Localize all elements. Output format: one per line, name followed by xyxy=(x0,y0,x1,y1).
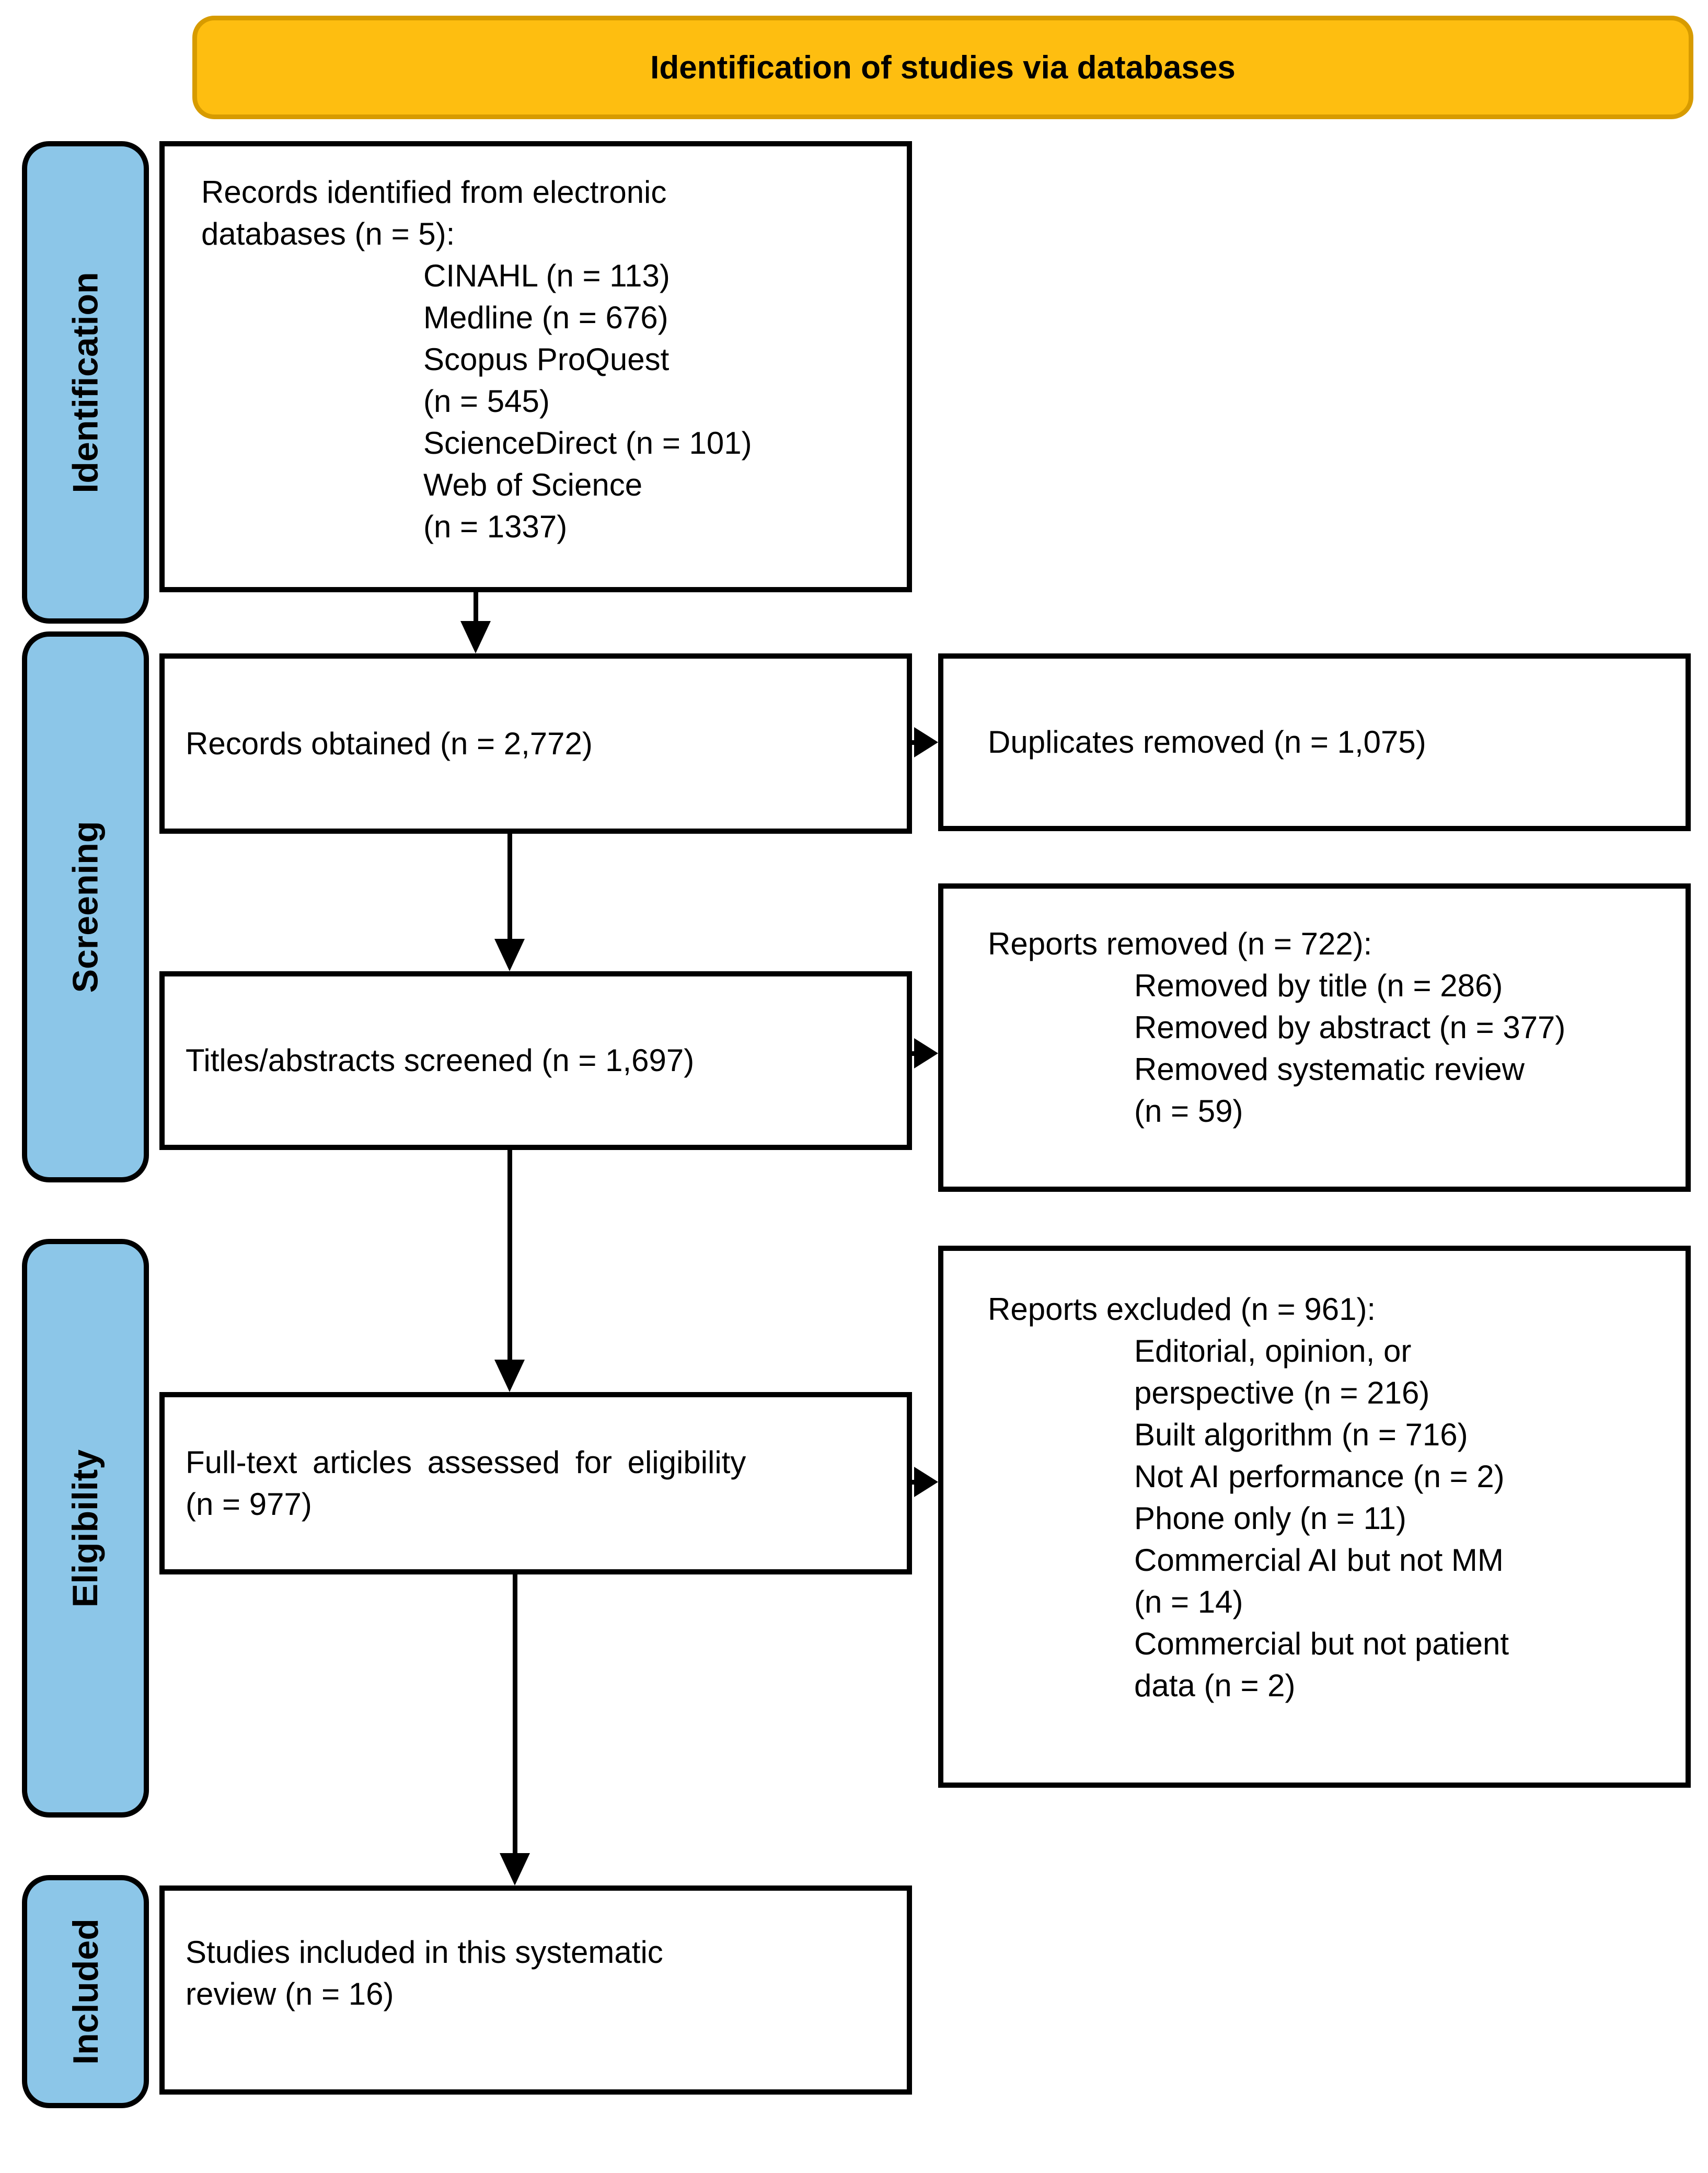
arrow-stem xyxy=(507,834,512,942)
text-line: Commercial AI but not MM xyxy=(1134,1543,1504,1578)
box-title-lines: Full-text articles assessed for eligibil… xyxy=(186,1442,907,1525)
stage-eligibility-label: Eligibility xyxy=(65,1449,106,1607)
arrow-stem xyxy=(507,1150,512,1363)
text-line: Phone only (n = 11) xyxy=(1134,1501,1406,1536)
arrow-stem xyxy=(474,592,478,625)
text-line: Duplicates removed (n = 1,075) xyxy=(988,725,1426,760)
arrow-head-icon xyxy=(500,1853,530,1885)
box-title-lines: Records identified from electronic databa… xyxy=(201,171,896,255)
text-line: Not AI performance (n = 2) xyxy=(1134,1459,1505,1494)
text-line: databases (n = 5): xyxy=(201,216,455,251)
box-detail-lines: CINAHL (n = 113) Medline (n = 676) Scopus … xyxy=(423,255,896,548)
text-line: Commercial but not patient xyxy=(1134,1626,1509,1661)
text-line: Reports excluded (n = 961): xyxy=(988,1292,1376,1327)
banner-identification-of-studies: Identification of studies via databases xyxy=(192,16,1693,119)
box-reports-removed: Reports removed (n = 722): Removed by ti… xyxy=(938,883,1691,1192)
text-line: (n = 14) xyxy=(1134,1584,1243,1619)
arrow-head-icon xyxy=(914,727,938,757)
text-line: Scopus ProQuest xyxy=(423,342,670,377)
box-titles-abstracts-screened: Titles/abstracts screened (n = 1,697) xyxy=(159,971,912,1150)
box-detail-lines: Editorial, opinion, or perspective (n = 2… xyxy=(1134,1330,1680,1707)
stage-included-label: Included xyxy=(65,1918,106,2065)
text-line: Removed by title (n = 286) xyxy=(1134,968,1503,1003)
text-line: Removed systematic review xyxy=(1134,1052,1525,1087)
text-line: ScienceDirect (n = 101) xyxy=(423,426,752,461)
text-line: Medline (n = 676) xyxy=(423,300,668,335)
text-line: Built algorithm (n = 716) xyxy=(1134,1417,1468,1452)
text-line: Titles/abstracts screened (n = 1,697) xyxy=(186,1043,695,1078)
box-title-lines: Titles/abstracts screened (n = 1,697) xyxy=(186,1040,907,1082)
text-line: CINAHL (n = 113) xyxy=(423,258,670,293)
text-line: Reports removed (n = 722): xyxy=(988,926,1372,961)
text-line: Records identified from electronic xyxy=(201,175,667,210)
text-line: (n = 1337) xyxy=(423,509,568,544)
stage-identification-label: Identification xyxy=(65,271,106,493)
box-title-lines: Records obtained (n = 2,772) xyxy=(186,723,907,765)
box-fulltext-assessed: Full-text articles assessed for eligibil… xyxy=(159,1392,912,1574)
box-duplicates-removed: Duplicates removed (n = 1,075) xyxy=(938,653,1691,831)
box-reports-excluded: Reports excluded (n = 961): Editorial, o… xyxy=(938,1246,1691,1788)
box-title-lines: Reports excluded (n = 961): xyxy=(988,1289,1680,1330)
arrow-head-icon xyxy=(494,1360,525,1392)
stage-eligibility: Eligibility xyxy=(22,1239,149,1818)
arrow-stem xyxy=(513,1574,517,1857)
text-line: (n = 977) xyxy=(186,1486,312,1522)
arrow-head-icon xyxy=(914,1467,938,1497)
text-line: Full-text articles assessed for eligibil… xyxy=(186,1444,746,1480)
box-records-obtained: Records obtained (n = 2,772) xyxy=(159,653,912,834)
stage-identification: Identification xyxy=(22,141,149,624)
text-line: Web of Science xyxy=(423,467,643,502)
box-title-lines: Studies included in this systematic revie… xyxy=(186,1931,896,2015)
banner-label: Identification of studies via databases xyxy=(650,49,1236,86)
text-line: (n = 59) xyxy=(1134,1094,1243,1129)
text-line: review (n = 16) xyxy=(186,1976,394,2011)
box-detail-lines: Removed by title (n = 286) Removed by abs… xyxy=(1134,965,1680,1132)
text-line: (n = 545) xyxy=(423,384,550,419)
text-line: Studies included in this systematic xyxy=(186,1935,663,1970)
text-line: perspective (n = 216) xyxy=(1134,1375,1430,1410)
box-title-lines: Duplicates removed (n = 1,075) xyxy=(988,721,1686,763)
text-line: data (n = 2) xyxy=(1134,1668,1296,1703)
text-line: Editorial, opinion, or xyxy=(1134,1333,1412,1369)
stage-included: Included xyxy=(22,1875,149,2108)
box-studies-included: Studies included in this systematic revie… xyxy=(159,1885,912,2095)
box-records-identified: Records identified from electronic databa… xyxy=(159,141,912,592)
arrow-head-icon xyxy=(494,939,525,971)
text-line: Records obtained (n = 2,772) xyxy=(186,726,593,761)
arrow-head-icon xyxy=(914,1038,938,1068)
stage-screening: Screening xyxy=(22,631,149,1182)
arrow-head-icon xyxy=(460,621,491,653)
text-line: Removed by abstract (n = 377) xyxy=(1134,1010,1566,1045)
stage-screening-label: Screening xyxy=(65,821,106,993)
box-title-lines: Reports removed (n = 722): xyxy=(988,923,1680,965)
